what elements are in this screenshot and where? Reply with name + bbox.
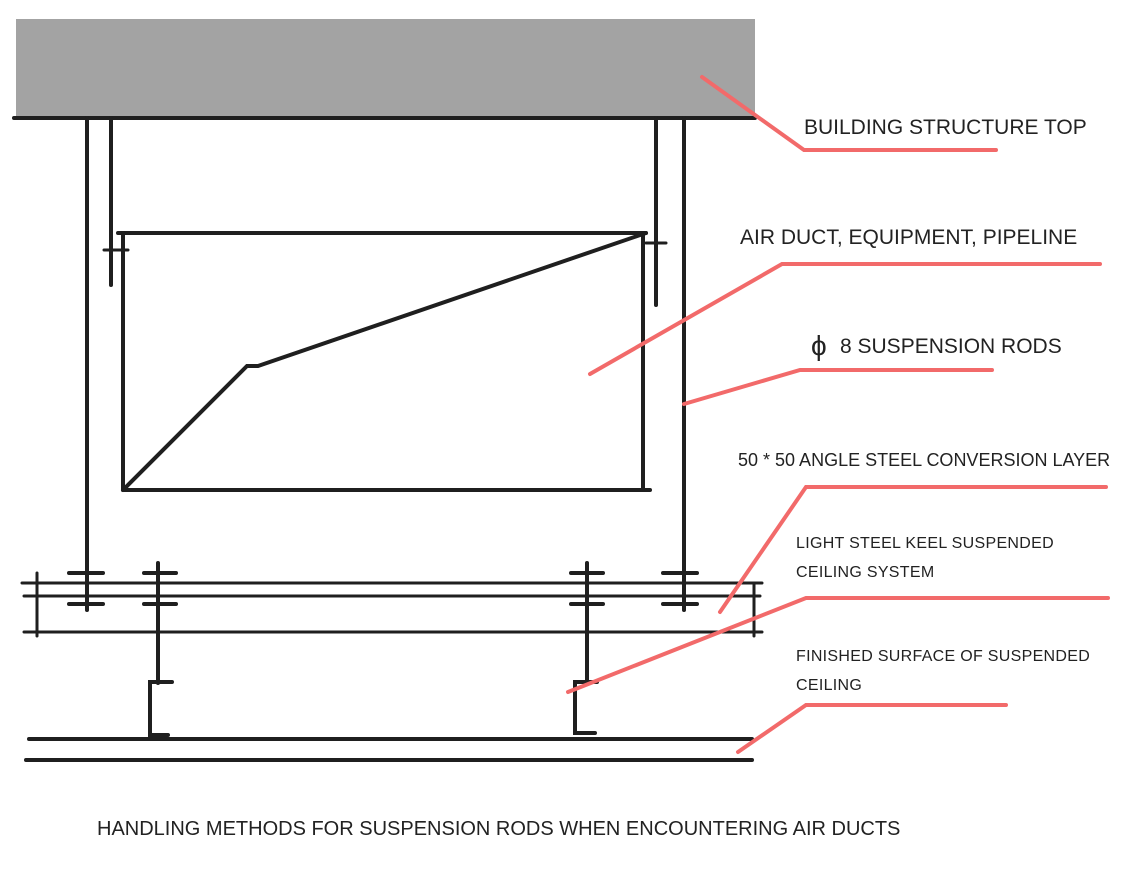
rod-nuts bbox=[67, 571, 699, 606]
air-duct-box bbox=[116, 231, 652, 492]
leader-air-duct bbox=[588, 262, 1102, 376]
label-light-steel-keel-2: CEILING SYSTEM bbox=[796, 564, 935, 581]
label-suspension-rods: 8 SUSPENSION RODS bbox=[840, 335, 1062, 358]
label-angle-steel: 50 * 50 ANGLE STEEL CONVERSION LAYER bbox=[738, 450, 1111, 470]
label-finished-surface-2: CEILING bbox=[796, 677, 863, 694]
keel-hanger-left bbox=[142, 561, 178, 737]
keel-hanger-right bbox=[569, 561, 605, 735]
building-slab bbox=[16, 19, 755, 117]
leader-suspension-rods bbox=[682, 368, 994, 406]
label-building-structure-top: BUILDING STRUCTURE TOP bbox=[804, 116, 1087, 139]
angle-steel-layer bbox=[20, 571, 764, 638]
figure-caption: HANDLING METHODS FOR SUSPENSION RODS WHE… bbox=[97, 818, 901, 840]
leader-finished-surface bbox=[736, 703, 1008, 754]
leader-building-structure bbox=[700, 75, 998, 152]
label-light-steel-keel-1: LIGHT STEEL KEEL SUSPENDED bbox=[796, 535, 1054, 552]
leader-angle-steel bbox=[718, 485, 1108, 614]
label-air-duct: AIR DUCT, EQUIPMENT, PIPELINE bbox=[740, 226, 1078, 249]
label-phi-symbol: ϕ bbox=[811, 330, 827, 361]
suspension-rod-right-inner bbox=[644, 116, 668, 307]
leader-light-steel-keel bbox=[566, 596, 1110, 694]
label-finished-surface-1: FINISHED SURFACE OF SUSPENDED bbox=[796, 648, 1091, 665]
